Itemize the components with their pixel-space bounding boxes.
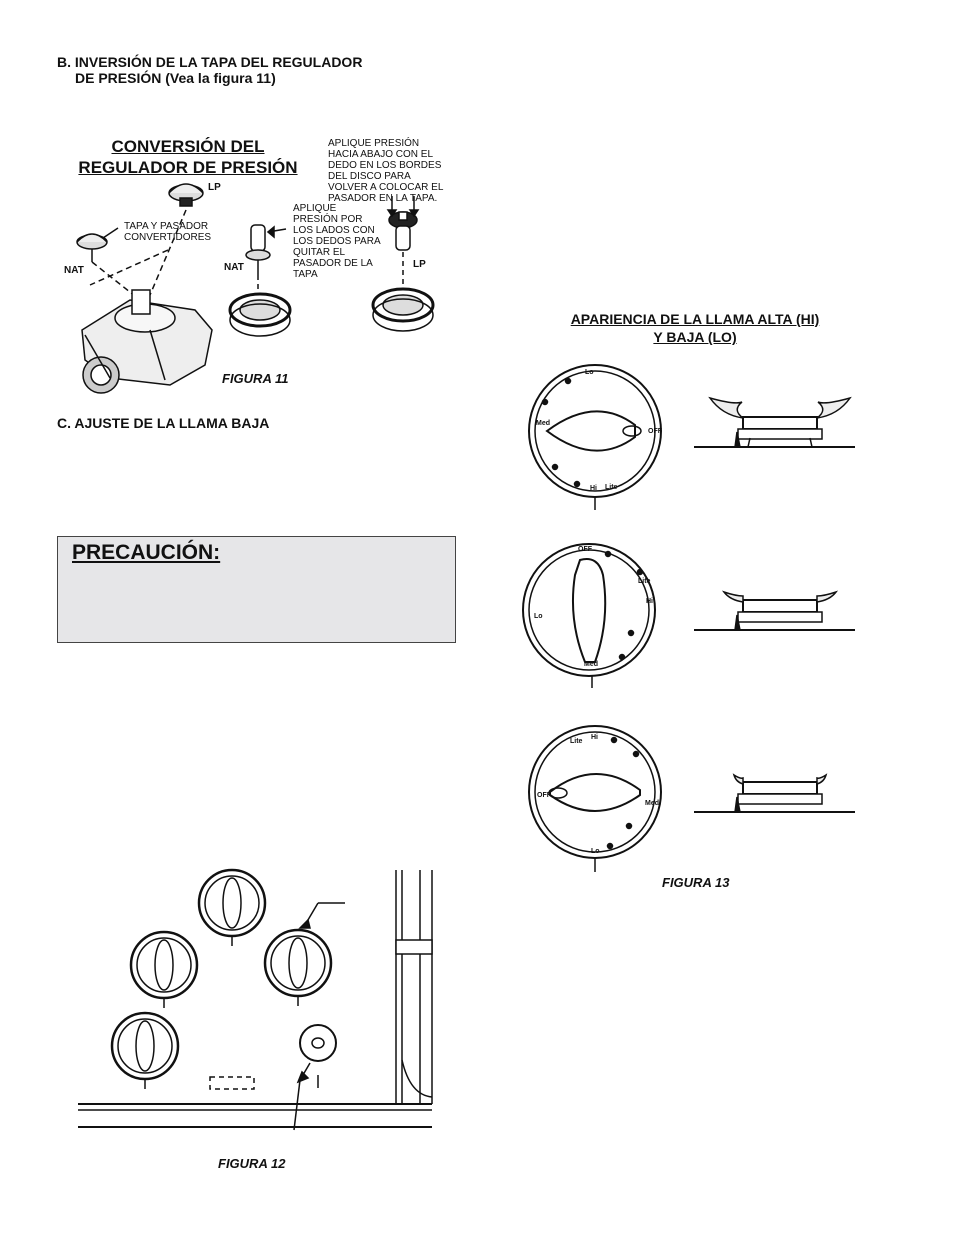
label-nat-mid: NAT — [224, 262, 244, 273]
knob1-label-off: OFF — [648, 428, 663, 435]
knob-hi-icon — [528, 364, 662, 510]
nat-pin-icon — [245, 224, 271, 275]
knob1-label-hi: Hi — [590, 485, 597, 492]
knob2-label-off: OFF — [578, 546, 593, 553]
knob2-label-med: Med — [584, 661, 598, 668]
nat-cap-left-icon — [76, 233, 108, 262]
note-cap-pin: TAPA Y PASADOR CONVERTIDORES — [124, 221, 212, 243]
valve-stem-icon — [299, 1024, 337, 1088]
section-b-line2: DE PRESIÓN (Vea la figura 11) — [75, 70, 276, 86]
knob-top-icon — [197, 868, 267, 946]
knob1-label-lite: Lite — [605, 484, 618, 491]
burner-flame-lo-icon — [694, 773, 855, 813]
knob1-label-lo: Lo — [585, 369, 594, 376]
knob-lo-icon — [528, 725, 662, 872]
label-lp-right: LP — [413, 259, 426, 270]
knob3-label-off: OFF — [537, 792, 552, 799]
figure13-title-line1: APARIENCIA DE LA LLAMA ALTA (HI) — [570, 311, 820, 327]
knob-right-icon — [263, 928, 333, 1006]
pressure-regulator-icon — [81, 289, 213, 394]
knob2-label-lite: Lite — [638, 578, 651, 585]
knob3-label-med: Med — [645, 800, 659, 807]
caution-title: PRECAUCIÓN: — [72, 541, 221, 564]
nat-ring-icon — [228, 292, 292, 337]
figure11-caption: FIGURA 11 — [222, 371, 289, 386]
section-b-line1: B. INVERSIÓN DE LA TAPA DEL REGULADOR — [57, 54, 363, 70]
figure11-title: CONVERSIÓN DEL REGULADOR DE PRESIÓN — [62, 136, 314, 178]
figure11-title-line2: REGULADOR DE PRESIÓN — [78, 158, 298, 177]
note-press-down: APLIQUE PRESIÓN HACIA ABAJO CON EL DEDO … — [328, 138, 444, 204]
burner-flame-hi-icon — [694, 396, 855, 448]
knob3-label-lite: Lite — [570, 738, 583, 745]
figure12-caption: FIGURA 12 — [218, 1156, 286, 1171]
label-nat-left: NAT — [64, 265, 84, 276]
knob-bottom-left-icon — [110, 1011, 180, 1089]
figure13-title-line2: Y BAJA (LO) — [653, 329, 737, 345]
knob-left-icon — [129, 930, 199, 1008]
figure13-caption: FIGURA 13 — [662, 875, 730, 890]
caution-box: PRECAUCIÓN: — [57, 536, 456, 643]
note-press-sides: APLIQUE PRESIÓN POR LOS LADOS CON LOS DE… — [293, 203, 381, 280]
section-b-heading: B. INVERSIÓN DE LA TAPA DEL REGULADOR DE… — [57, 54, 437, 86]
figure13-title: APARIENCIA DE LA LLAMA ALTA (HI) Y BAJA … — [528, 310, 862, 346]
burner-flame-med-icon — [694, 590, 855, 631]
knob1-label-med: Med — [536, 420, 550, 427]
lp-ring-icon — [371, 287, 435, 332]
knob3-label-lo: Lo — [591, 848, 600, 855]
knob3-label-hi: Hi — [591, 734, 598, 741]
lp-cap-top-icon — [168, 183, 204, 207]
figure11-title-line1: CONVERSIÓN DEL — [111, 137, 265, 156]
label-lp-top: LP — [208, 182, 221, 193]
lp-pin-icon — [388, 211, 418, 251]
knob2-label-lo: Lo — [534, 613, 543, 620]
section-c-heading: C. AJUSTE DE LA LLAMA BAJA — [57, 415, 270, 431]
knob2-label-hi: Hi — [646, 598, 653, 605]
knob-med-icon — [522, 543, 656, 688]
